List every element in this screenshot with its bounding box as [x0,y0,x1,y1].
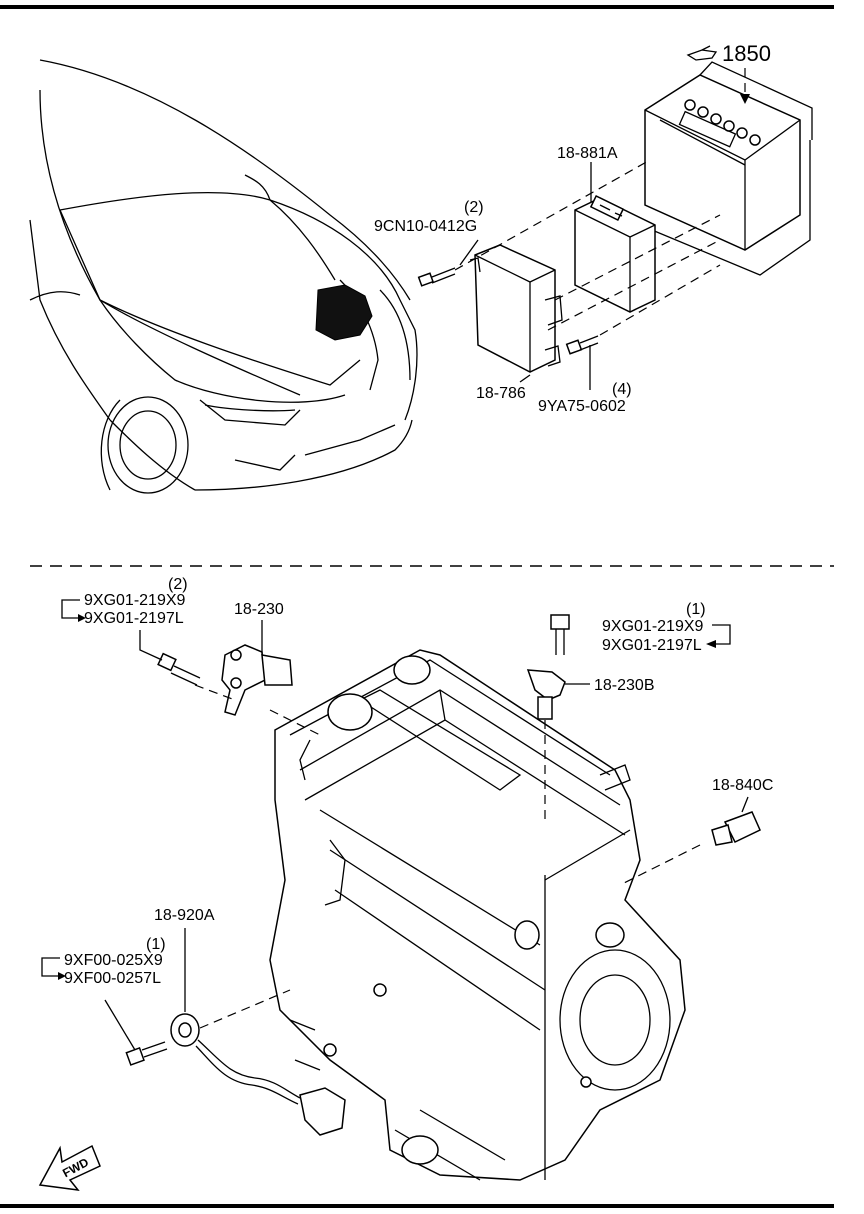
label-cam-bolt-a: 9XG01-219X9 [84,592,186,609]
pointing-hand-icon [686,45,718,61]
label-knock-bolt-a: 9XF00-025X9 [64,952,163,969]
label-crank-bolt-b: 9XG01-2197L [602,637,702,654]
label-cam-bolt-b: 9XG01-2197L [84,610,184,627]
bolt-9cn10 [417,267,456,287]
label-bracket: 18-786 [476,385,526,402]
label-9ya: 9YA75-0602 [538,398,626,415]
temp-sensor [711,811,761,846]
label-9cn-qty: (2) [464,199,484,216]
label-cam-bolt-qty: (2) [168,576,188,593]
label-pcm: 18-881A [557,145,618,162]
pcm-module [574,195,656,313]
cam-sensor [221,644,293,716]
cam-bolt [157,652,201,686]
crank-bolt [550,614,570,655]
label-cam-sensor: 18-230 [234,601,284,618]
label-9cn: 9CN10-0412G [374,218,477,235]
label-knock-sensor: 18-920A [154,907,215,924]
label-crank-sensor: 18-230B [594,677,655,694]
ecu-location-marker [315,284,373,341]
label-temp-sensor: 18-840C [712,777,773,794]
label-knock-bolt-qty: (1) [146,936,166,953]
engine-block [269,649,686,1181]
knock-bolt [125,1041,168,1066]
car-outline [29,59,418,494]
battery [639,61,813,276]
pcm-bracket [469,244,563,373]
label-9ya-qty: (4) [612,381,632,398]
fwd-arrow-icon [38,1144,101,1191]
label-knock-bolt-b: 9XF00-0257L [64,970,161,987]
label-crank-bolt-a: 9XG01-219X9 [602,618,704,635]
label-1850: 1850 [722,41,771,66]
bolt-9ya75 [565,335,599,355]
knock-sensor [170,1013,346,1136]
label-crank-bolt-qty: (1) [686,601,706,618]
crank-sensor [526,669,566,720]
